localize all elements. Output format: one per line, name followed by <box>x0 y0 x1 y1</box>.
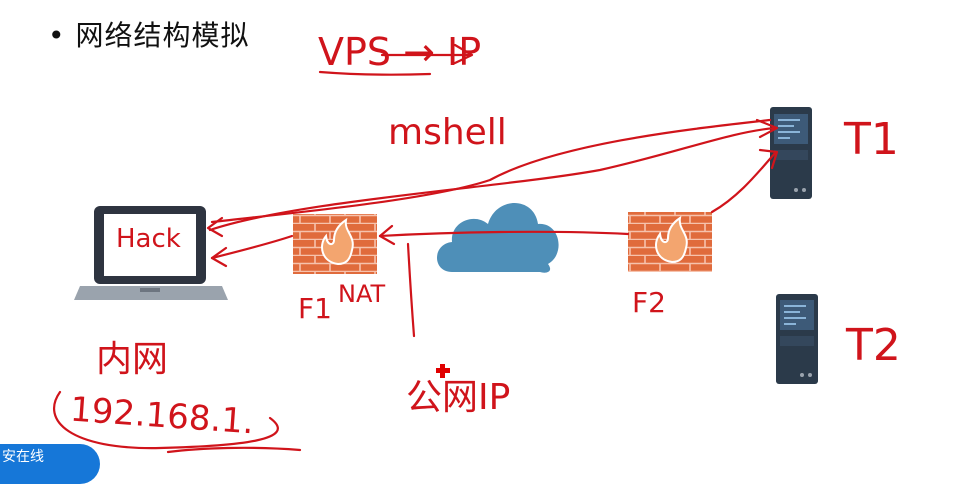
slide-title: • 网络结构模拟 <box>48 14 250 54</box>
arrowhead-hack-top <box>206 216 224 238</box>
arrow-to-t1-upper <box>208 118 779 232</box>
server1-label: T1 <box>844 114 899 165</box>
firewall-icon-f2 <box>628 212 712 272</box>
laptop-icon <box>74 206 228 300</box>
lan-ip-underline <box>166 446 302 454</box>
watermark-badge: 安在线 <box>0 444 100 484</box>
arrowhead-f1 <box>378 224 396 246</box>
arrowhead-hack-bottom <box>210 246 228 268</box>
arrow-t1-to-hack <box>210 118 772 224</box>
bullet: • <box>48 19 66 52</box>
cloud-icon <box>437 203 559 273</box>
server2-label: T2 <box>846 320 901 371</box>
arrow-f2-to-f1 <box>378 230 630 238</box>
firewall2-label: F2 <box>632 286 666 319</box>
mshell-note: mshell <box>388 112 507 153</box>
intranet-note: 内网 <box>96 339 169 380</box>
firewall1-label: F1 <box>298 292 332 325</box>
server-icon-t1 <box>770 107 812 199</box>
vps-arrow <box>380 43 474 65</box>
annotation-arrows <box>53 43 779 454</box>
arrow-f1-to-hack <box>210 234 294 260</box>
network-diagram <box>53 43 818 454</box>
hack-screen-text: Hack <box>116 224 181 254</box>
server-icon-t2 <box>776 294 818 384</box>
nat-label: NAT <box>338 280 386 308</box>
public-ip-pointer <box>406 242 416 338</box>
public-ip-note: 公网IP <box>406 377 511 418</box>
arrow-f2-to-t1 <box>710 148 779 214</box>
lan-ip-circle <box>53 390 279 450</box>
cursor-cross-icon <box>436 364 450 378</box>
vps-note: VPS → IP <box>318 30 482 74</box>
vps-underline <box>318 70 432 76</box>
firewall-icon-f1 <box>293 214 377 274</box>
title-text: 网络结构模拟 <box>75 19 250 52</box>
